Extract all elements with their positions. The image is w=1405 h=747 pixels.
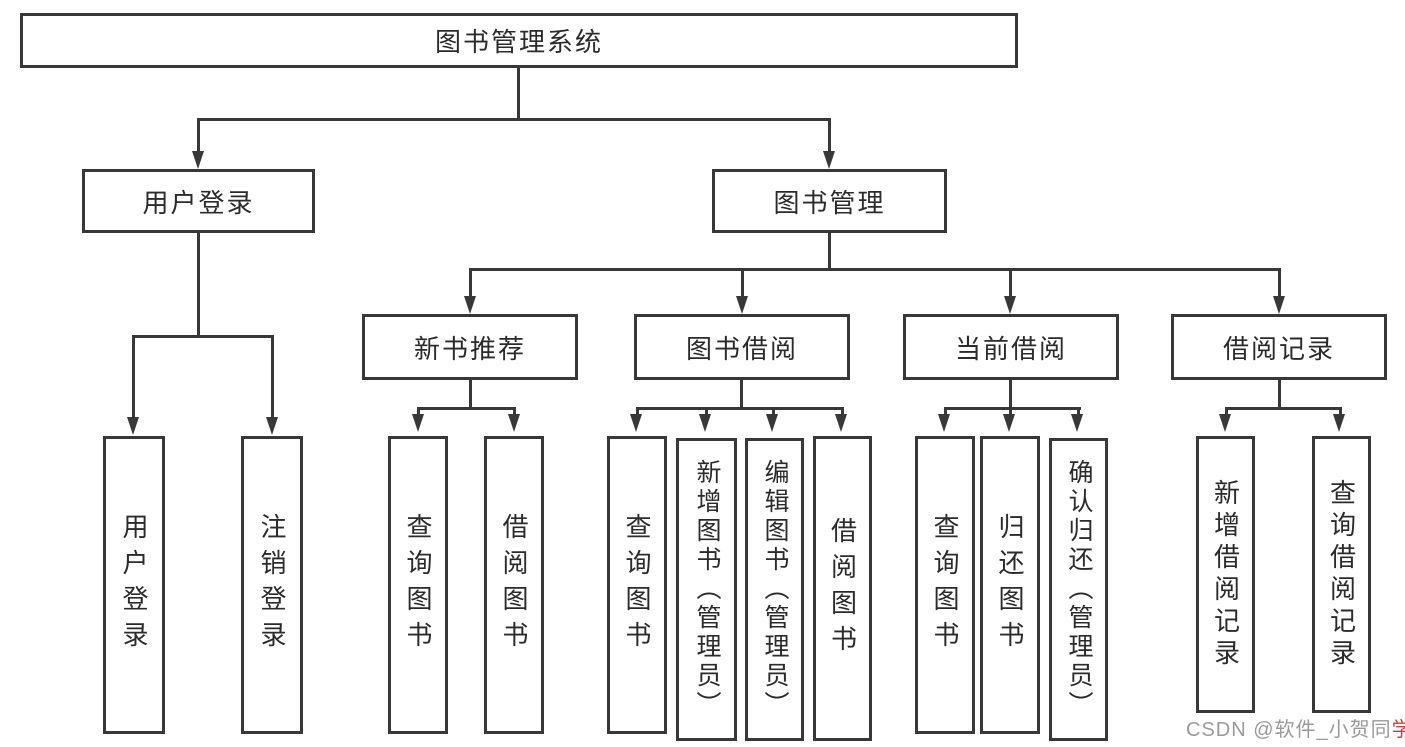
arrowhead-down-icon <box>1219 414 1231 432</box>
leaf-logout-label: 注销登录 <box>257 513 287 657</box>
connector-line <box>132 335 274 338</box>
connector-line <box>417 407 515 410</box>
node-book-mgmt-label: 图书管理 <box>773 187 886 218</box>
node-root-label: 图书管理系统 <box>434 27 603 57</box>
arrowhead-down-icon <box>823 151 835 169</box>
connector-line <box>513 407 516 416</box>
leaf-user-login: 用户登录 <box>103 436 165 734</box>
connector-line <box>1339 407 1342 416</box>
connector-line <box>944 407 1081 410</box>
leaf-logout: 注销登录 <box>241 436 303 734</box>
connector-line <box>197 118 831 121</box>
node-borrow-record: 借阅记录 <box>1171 314 1387 380</box>
connector-line <box>1009 268 1012 298</box>
node-root: 图书管理系统 <box>20 13 1018 68</box>
node-user-login-label: 用户登录 <box>142 187 255 218</box>
arrowhead-down-icon <box>1273 296 1285 314</box>
leaf-user-login-label: 用户登录 <box>119 513 149 657</box>
connector-line <box>132 335 135 419</box>
leaf-br-add-record-label: 新增借阅记录 <box>1210 478 1241 671</box>
connector-line <box>636 407 844 410</box>
connector-line <box>1278 268 1281 298</box>
leaf-bb-add-books-admin: 新增图书（管理员） <box>676 438 737 741</box>
connector-line <box>417 407 420 416</box>
leaf-bb-borrow-books-label: 借阅图书 <box>827 516 858 661</box>
leaf-cb-query-books-label: 查询图书 <box>930 513 960 657</box>
connector-line <box>271 335 274 419</box>
connector-line <box>1225 407 1228 416</box>
csdn-watermark-accent: 学 <box>1391 719 1405 741</box>
node-book-borrow: 图书借阅 <box>634 314 850 380</box>
leaf-cb-return-books: 归还图书 <box>980 436 1040 734</box>
leaf-nb-query-books-label: 查询图书 <box>403 513 433 657</box>
leaf-br-query-record: 查询借阅记录 <box>1312 436 1371 713</box>
arrowhead-down-icon <box>508 414 520 432</box>
connector-line <box>517 66 520 121</box>
arrowhead-down-icon <box>938 414 950 432</box>
connector-line <box>197 118 200 154</box>
connector-line <box>828 231 831 271</box>
connector-line <box>469 378 472 410</box>
leaf-cb-query-books: 查询图书 <box>915 436 975 734</box>
connector-line <box>741 268 744 298</box>
leaf-br-add-record: 新增借阅记录 <box>1196 436 1255 713</box>
leaf-nb-borrow-books-label: 借阅图书 <box>499 513 529 657</box>
node-user-login: 用户登录 <box>82 169 315 233</box>
arrowhead-down-icon <box>1333 414 1345 432</box>
connector-line <box>197 231 200 338</box>
arrowhead-down-icon <box>127 417 139 435</box>
connector-line <box>1009 378 1012 410</box>
leaf-nb-borrow-books: 借阅图书 <box>484 436 544 734</box>
arrowhead-down-icon <box>766 414 778 432</box>
node-new-book-rec: 新书推荐 <box>362 314 578 380</box>
connector-line <box>636 407 639 416</box>
leaf-br-query-record-label: 查询借阅记录 <box>1326 478 1357 671</box>
node-borrow-record-label: 借阅记录 <box>1222 333 1335 364</box>
node-current-borrow-label: 当前借阅 <box>954 333 1067 364</box>
arrowhead-down-icon <box>412 414 424 432</box>
arrowhead-down-icon <box>630 414 642 432</box>
connector-line <box>1278 376 1281 409</box>
leaf-bb-add-books-admin-label: 新增图书（管理员） <box>693 459 721 720</box>
connector-line <box>772 407 775 416</box>
arrowhead-down-icon <box>464 296 476 314</box>
arrowhead-down-icon <box>192 151 204 169</box>
csdn-watermark-text: CSDN @软件_小贺同 <box>1186 719 1392 741</box>
connector-line <box>705 407 708 416</box>
connector-line <box>469 268 472 298</box>
arrowhead-down-icon <box>736 296 748 314</box>
connector-line <box>828 118 831 154</box>
connector-line <box>1225 407 1342 410</box>
connector-line <box>841 407 844 416</box>
leaf-bb-edit-books-admin-label: 编辑图书（管理员） <box>761 459 789 720</box>
arrowhead-down-icon <box>1004 296 1016 314</box>
arrowhead-down-icon <box>1071 414 1083 432</box>
leaf-bb-query-books-label: 查询图书 <box>622 513 652 657</box>
node-current-borrow: 当前借阅 <box>903 314 1119 380</box>
connector-line <box>1009 407 1012 416</box>
arrowhead-down-icon <box>835 414 847 432</box>
arrowhead-down-icon <box>266 417 278 435</box>
arrowhead-down-icon <box>699 414 711 432</box>
connector-line <box>944 407 947 416</box>
node-book-mgmt: 图书管理 <box>712 169 947 233</box>
node-new-book-rec-label: 新书推荐 <box>413 333 526 364</box>
leaf-bb-query-books: 查询图书 <box>607 436 667 734</box>
node-book-borrow-label: 图书借阅 <box>685 333 798 364</box>
leaf-cb-return-books-label: 归还图书 <box>995 513 1025 657</box>
connector-line <box>469 268 1281 271</box>
leaf-nb-query-books: 查询图书 <box>388 436 448 734</box>
connector-line <box>740 378 743 410</box>
leaf-cb-confirm-return-admin-label: 确认归还（管理员） <box>1065 459 1093 720</box>
arrowhead-down-icon <box>1003 414 1015 432</box>
leaf-bb-borrow-books: 借阅图书 <box>813 436 872 741</box>
leaf-cb-confirm-return-admin: 确认归还（管理员） <box>1049 438 1108 741</box>
leaf-bb-edit-books-admin: 编辑图书（管理员） <box>745 438 804 741</box>
csdn-watermark: CSDN @软件_小贺同学 <box>1186 713 1405 742</box>
connector-line <box>1077 407 1080 416</box>
